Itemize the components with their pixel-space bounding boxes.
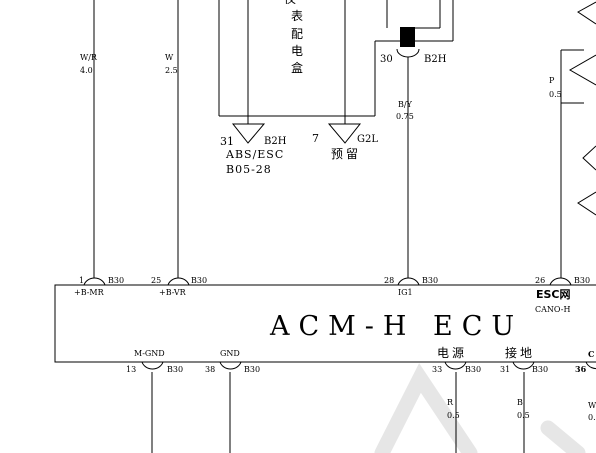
pin-31-conn: B30 <box>532 365 548 374</box>
pin-25-conn: B30 <box>191 276 207 285</box>
right-wiring <box>560 1 596 278</box>
wire-r-size: 0.5 <box>447 411 460 420</box>
pin-1-signal: +B-MR <box>74 288 105 297</box>
connector-7-num: 7 <box>312 132 319 145</box>
wire-b-size: 0.5 <box>517 411 530 420</box>
connector-31-ref: B05-28 <box>226 163 272 176</box>
top-sockets <box>83 277 572 286</box>
fusebox-char-4: 盒 <box>291 60 303 75</box>
connector-31-conn: B2H <box>264 136 287 147</box>
connector-31-triangle <box>231 123 266 144</box>
pin-13-signal: M-GND <box>134 349 165 358</box>
pin-26-conn: B30 <box>574 276 590 285</box>
connector-7-triangle <box>327 123 362 144</box>
pin-38-signal: GND <box>220 349 240 358</box>
fusebox-drops <box>247 0 346 124</box>
pin-28-signal: IG1 <box>398 288 413 297</box>
pin-28-num: 28 <box>384 276 394 285</box>
pin-33-num: 33 <box>432 365 442 374</box>
connector-30-socket <box>396 48 420 58</box>
pin-13-num: 13 <box>126 365 136 374</box>
wire-wr-color: W/R <box>80 53 98 62</box>
pin-33-conn: B30 <box>465 365 481 374</box>
pin-1-conn: B30 <box>108 276 124 285</box>
fusebox-char-1: 表 <box>291 9 303 23</box>
connector-30-conn: B2H <box>424 54 447 65</box>
pin-38-conn: B30 <box>244 365 260 374</box>
pin-26-num: 26 <box>535 276 545 285</box>
wire-r-color: R <box>447 398 454 407</box>
connector-7-name: 预留 <box>331 147 361 161</box>
watermark <box>374 363 586 453</box>
pin-26-signal2: CANO-H <box>535 305 570 314</box>
pin-1-num: 1 <box>79 276 84 285</box>
pin-38-num: 38 <box>205 365 215 374</box>
bottom-sockets <box>141 361 596 370</box>
fusebox-char-3: 电 <box>291 44 303 58</box>
wire-b-color: B <box>517 398 523 407</box>
wire-w-size: 2.5 <box>165 66 178 75</box>
connector-7-conn: G2L <box>357 134 378 145</box>
fusebox-char-0: 仪 <box>284 0 296 6</box>
wire-w7-color: W <box>588 401 596 410</box>
connector-30-block <box>400 27 415 47</box>
fusebox-label: 仪 表 配 电 盒 <box>284 0 303 75</box>
wire-w7-size: 0. <box>588 413 596 422</box>
connector-31-name: ABS/ESC <box>225 148 284 161</box>
bottom-wires <box>151 372 525 453</box>
wire-p-color: P <box>549 76 555 85</box>
pin-33-signal: 电源 <box>437 346 467 360</box>
connector-30-num: 30 <box>380 54 393 65</box>
pin-25-num: 25 <box>151 276 161 285</box>
wire-w-color: W <box>165 53 174 62</box>
wire-p-size: 0.5 <box>549 90 562 99</box>
pin-28-conn: B30 <box>422 276 438 285</box>
right-box-lines <box>386 0 441 29</box>
pin-26-signal: ESC网 <box>536 288 571 301</box>
pin-36-signal: C <box>588 349 594 359</box>
fusebox <box>218 0 454 117</box>
pin-31-num: 31 <box>500 365 510 374</box>
pin-25-signal: +B-VR <box>159 288 187 297</box>
connector-31-num: 31 <box>220 135 234 148</box>
pin-36-num: 36 <box>575 364 587 374</box>
pin-13-conn: B30 <box>167 365 183 374</box>
fusebox-char-2: 配 <box>291 27 303 41</box>
ecu-box <box>54 284 596 363</box>
wire-by-size: 0.75 <box>396 112 414 121</box>
ecu-title: ACM-H ECU <box>269 311 523 342</box>
wire-wr-size: 4.0 <box>80 66 93 75</box>
wire-by-color: B/Y <box>398 100 413 109</box>
pin-31-signal: 接地 <box>505 345 535 360</box>
